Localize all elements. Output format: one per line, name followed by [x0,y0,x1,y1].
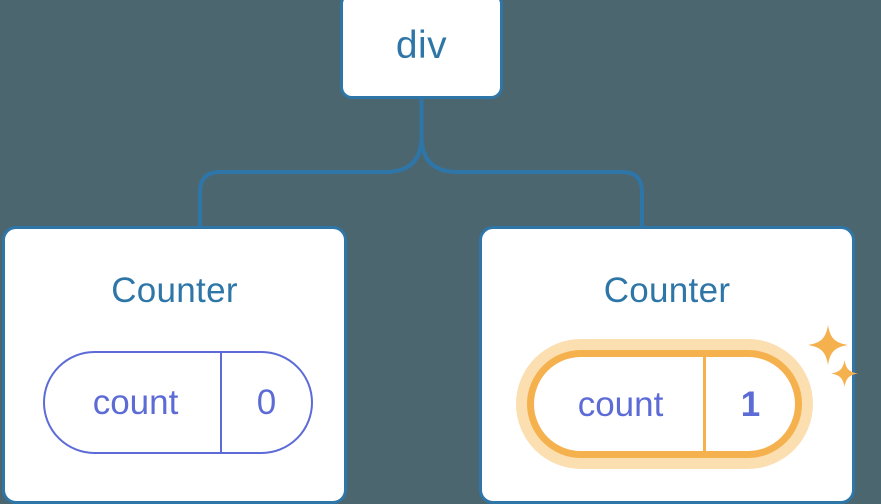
component-card-counter-right[interactable]: Counter count 1 [479,226,858,504]
root-node-label: div [395,24,448,67]
state-pill-count-idle[interactable]: count 0 [43,351,313,454]
sparkle-small-icon [831,360,858,387]
state-key-label: count [534,357,706,451]
tree-root-node[interactable]: div [340,0,503,99]
component-title: Counter [603,271,731,310]
state-key-label: count [45,353,222,452]
sparkle-large-icon [808,325,848,365]
state-pill-count-highlighted[interactable]: count 1 [527,350,802,458]
state-value-label: 0 [256,383,277,422]
state-value-label: 1 [740,384,761,424]
component-title: Counter [111,271,238,310]
component-card-counter-left[interactable]: Counter count 0 [2,226,347,504]
